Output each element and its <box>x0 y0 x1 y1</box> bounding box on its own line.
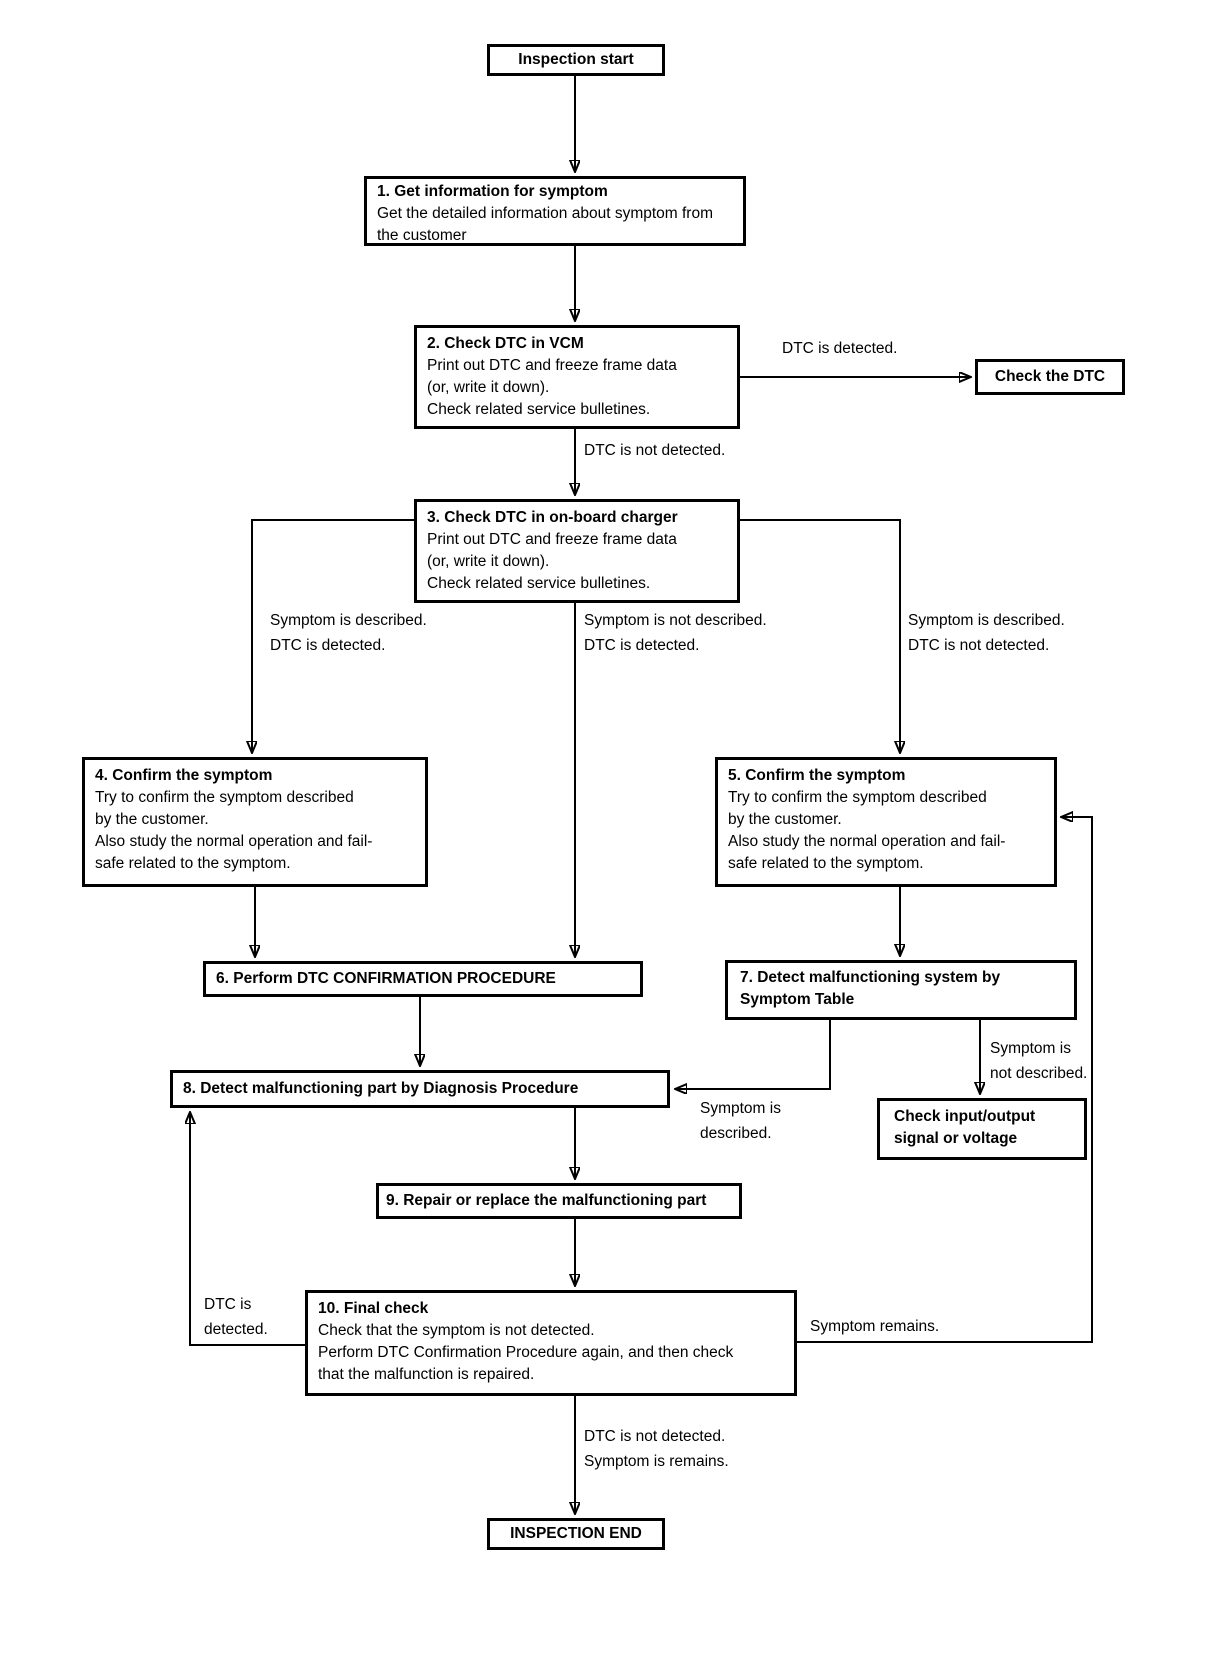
node-step2-check-dtc-vcm: 2. Check DTC in VCM Print out DTC and fr… <box>414 325 740 429</box>
node-body-line: Perform DTC Confirmation Procedure again… <box>318 1344 734 1361</box>
node-label: 8. Detect malfunctioning part by Diagnos… <box>183 1080 579 1097</box>
edge-label-dtc-detected-loop: DTC is detected. <box>204 1292 268 1342</box>
node-body-line: the customer <box>377 227 467 244</box>
edge-label-branch-left: Symptom is described. DTC is detected. <box>270 608 427 658</box>
node-check-io-signal: Check input/output signal or voltage <box>877 1098 1087 1160</box>
node-body-line: safe related to the symptom. <box>728 855 924 872</box>
arrow-loop-step10-to-step8 <box>190 1113 305 1346</box>
edge-label-symptom-described: Symptom is described. <box>700 1096 781 1146</box>
node-body-line: Also study the normal operation and fail… <box>728 833 1006 850</box>
node-step5-confirm-symptom: 5. Confirm the symptom Try to confirm th… <box>715 757 1057 887</box>
edge-label-line: detected. <box>204 1321 268 1338</box>
node-label: Check the DTC <box>994 368 1106 385</box>
edge-label-line: Symptom is described. <box>270 612 427 629</box>
node-label: 9. Repair or replace the malfunctioning … <box>386 1192 707 1209</box>
node-title: 2. Check DTC in VCM <box>427 335 584 352</box>
node-title: 1. Get information for symptom <box>377 183 608 200</box>
edge-label-line: DTC is not detected. <box>908 637 1050 654</box>
edge-label-symptom-not-described: Symptom is not described. <box>990 1036 1088 1086</box>
node-title: 7. Detect malfunctioning system by <box>740 969 1001 986</box>
node-body-line: safe related to the symptom. <box>95 855 291 872</box>
node-title: 10. Final check <box>318 1300 429 1317</box>
node-step7-detect-system: 7. Detect malfunctioning system by Sympt… <box>725 960 1077 1020</box>
node-body-line: (or, write it down). <box>427 553 550 570</box>
node-inspection-start: Inspection start <box>487 44 665 76</box>
arrow-step7-to-step8 <box>676 1020 831 1089</box>
node-label: 6. Perform DTC CONFIRMATION PROCEDURE <box>216 970 556 987</box>
node-body-line: Check related service bulletines. <box>427 401 651 418</box>
edge-label-line: Symptom is <box>990 1040 1071 1057</box>
node-body-line: Also study the normal operation and fail… <box>95 833 373 850</box>
edge-label-symptom-remains: Symptom remains. <box>810 1314 940 1339</box>
node-body-line: Check input/output <box>894 1108 1036 1125</box>
arrow-step3-to-step5 <box>740 519 900 752</box>
edge-label-branch-middle: Symptom is not described. DTC is detecte… <box>584 608 767 658</box>
node-check-the-dtc: Check the DTC <box>975 359 1125 395</box>
edge-label-dtc-detected: DTC is detected. <box>782 336 898 361</box>
node-label: Inspection start <box>518 51 634 68</box>
edge-label-line: Symptom is <box>700 1100 781 1117</box>
node-inspection-end: INSPECTION END <box>487 1518 665 1550</box>
node-title: 5. Confirm the symptom <box>728 767 906 784</box>
node-step4-confirm-symptom: 4. Confirm the symptom Try to confirm th… <box>82 757 428 887</box>
arrow-loop-step10-to-step5 <box>797 817 1093 1343</box>
node-step6-dtc-confirmation: 6. Perform DTC CONFIRMATION PROCEDURE <box>203 961 643 997</box>
node-body-line: Check related service bulletines. <box>427 575 651 592</box>
edge-label-dtc-not-detected: DTC is not detected. <box>584 438 726 463</box>
node-body-line: Get the detailed information about sympt… <box>377 205 713 222</box>
node-body-line: that the malfunction is repaired. <box>318 1366 535 1383</box>
edge-label-to-end: DTC is not detected. Symptom is remains. <box>584 1424 729 1474</box>
node-body-line: (or, write it down). <box>427 379 550 396</box>
node-title: 3. Check DTC in on-board charger <box>427 509 678 526</box>
node-body-line: Print out DTC and freeze frame data <box>427 357 677 374</box>
node-body-line: Try to confirm the symptom described <box>95 789 354 806</box>
node-title-line2: Symptom Table <box>740 991 855 1008</box>
edge-label-line: Symptom is remains. <box>584 1453 729 1470</box>
node-step3-check-dtc-charger: 3. Check DTC in on-board charger Print o… <box>414 499 740 603</box>
node-body-line: by the customer. <box>95 811 209 828</box>
edge-label-line: DTC is detected. <box>584 637 700 654</box>
node-body-line: signal or voltage <box>894 1130 1018 1147</box>
node-step8-detect-part: 8. Detect malfunctioning part by Diagnos… <box>170 1070 670 1108</box>
edge-label-line: Symptom is not described. <box>584 612 767 629</box>
node-step10-final-check: 10. Final check Check that the symptom i… <box>305 1290 797 1396</box>
edge-label-line: not described. <box>990 1065 1088 1082</box>
edge-label-line: Symptom is described. <box>908 612 1065 629</box>
arrow-step3-to-step4 <box>252 519 414 752</box>
node-step1-get-information: 1. Get information for symptom Get the d… <box>364 176 746 246</box>
node-step9-repair-replace: 9. Repair or replace the malfunctioning … <box>376 1183 742 1219</box>
node-label: INSPECTION END <box>510 1525 642 1542</box>
edge-label-line: DTC is detected. <box>270 637 386 654</box>
node-title: 4. Confirm the symptom <box>95 767 273 784</box>
node-body-line: by the customer. <box>728 811 842 828</box>
node-body-line: Try to confirm the symptom described <box>728 789 987 806</box>
node-body-line: Print out DTC and freeze frame data <box>427 531 677 548</box>
node-body-line: Check that the symptom is not detected. <box>318 1322 595 1339</box>
edge-label-line: described. <box>700 1125 772 1142</box>
edge-label-line: DTC is not detected. <box>584 1428 726 1445</box>
edge-label-branch-right: Symptom is described. DTC is not detecte… <box>908 608 1065 658</box>
edge-label-line: DTC is <box>204 1296 252 1313</box>
